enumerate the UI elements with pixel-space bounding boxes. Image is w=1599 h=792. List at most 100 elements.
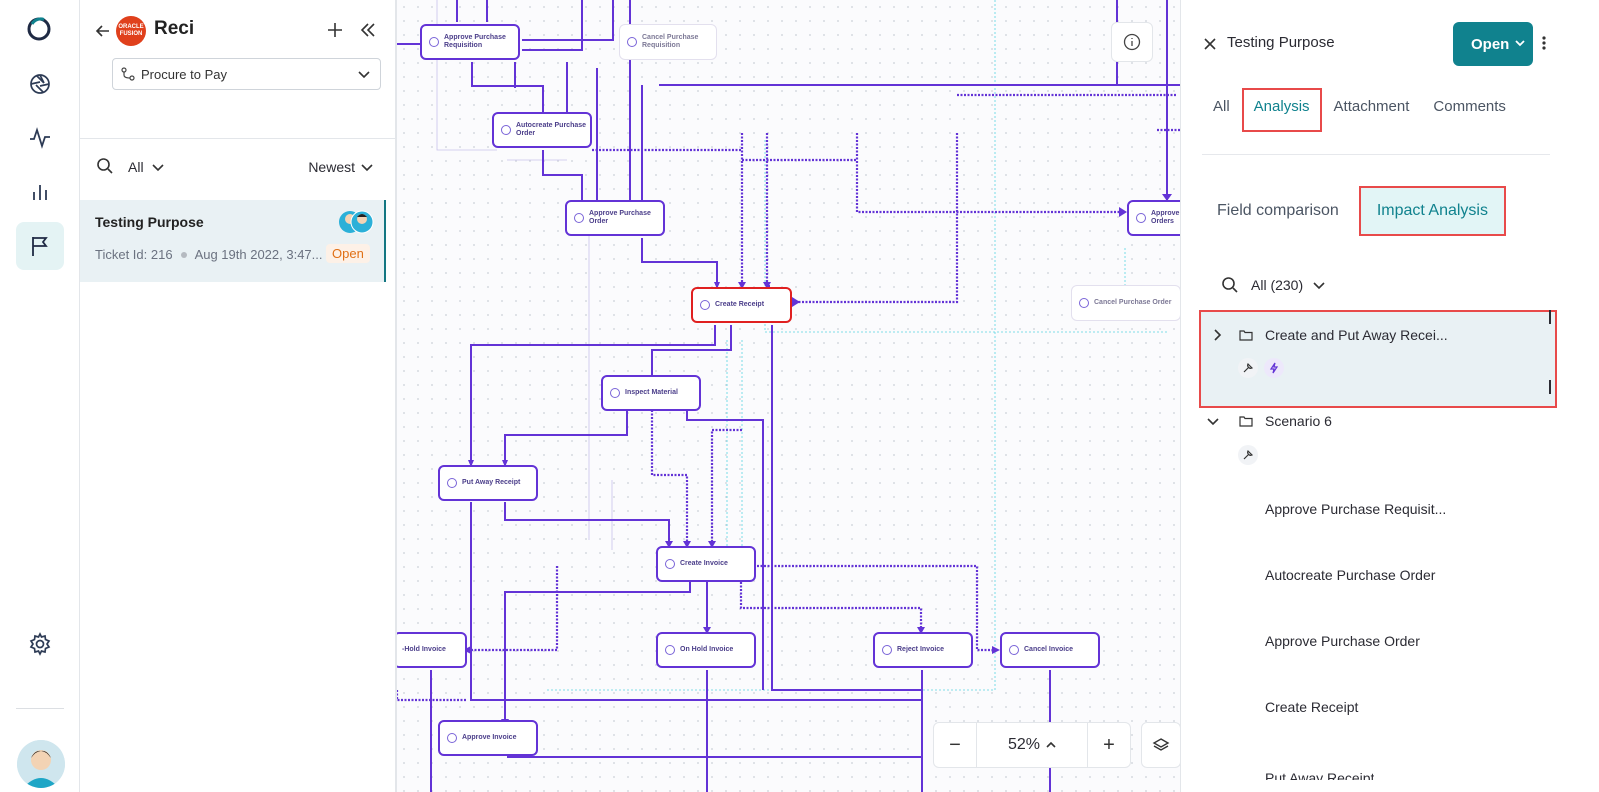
block-icon <box>882 645 892 655</box>
cube-icon <box>501 125 511 135</box>
check-circle-icon <box>447 733 457 743</box>
process-select[interactable]: Procure to Pay <box>112 58 381 90</box>
sort-dropdown[interactable]: Newest <box>308 159 373 175</box>
analysis-subtabs: Field comparison Impact Analysis <box>1211 186 1506 236</box>
scroll-indicator <box>1549 310 1551 324</box>
flag-icon[interactable] <box>16 222 64 270</box>
list-filter-row: All Newest <box>80 139 395 197</box>
flow-node[interactable]: Autocreate Purchase Order <box>492 112 592 148</box>
subtab-field-comparison[interactable]: Field comparison <box>1217 202 1339 219</box>
list-icon <box>665 645 675 655</box>
add-icon[interactable] <box>326 21 344 39</box>
layers-icon <box>1009 645 1019 655</box>
info-button[interactable] <box>1111 22 1153 62</box>
tab-comments[interactable]: Comments <box>1433 98 1506 115</box>
rail-divider <box>16 708 64 709</box>
detail-title: Testing Purpose <box>1227 34 1335 51</box>
ticket-date: Aug 19th 2022, 3:47... <box>194 247 323 262</box>
collapse-panel-icon[interactable] <box>359 21 377 39</box>
ticket-title: Testing Purpose <box>95 214 204 230</box>
tab-analysis[interactable]: Analysis <box>1241 88 1322 132</box>
nav-rail <box>0 0 80 792</box>
scenario-step[interactable]: Autocreate Purchase Order <box>1265 567 1436 583</box>
tab-attachment[interactable]: Attachment <box>1333 98 1410 115</box>
scenario-group-highlighted[interactable] <box>1199 310 1557 408</box>
status-open-button[interactable]: Open <box>1453 22 1533 66</box>
search-icon[interactable] <box>1221 276 1239 294</box>
scenario-group[interactable]: Create and Put Away Recei... <box>1211 327 1448 343</box>
tab-all[interactable]: All <box>1213 98 1230 115</box>
sort-value: Newest <box>308 159 355 175</box>
flow-node[interactable]: Cancel Invoice <box>1000 632 1100 668</box>
layers-button[interactable] <box>1141 722 1180 768</box>
flow-node[interactable]: Approve P Orders <box>1127 200 1180 236</box>
subtab-impact-analysis[interactable]: Impact Analysis <box>1358 186 1506 236</box>
user-avatar[interactable] <box>17 740 65 788</box>
divider <box>1202 154 1550 155</box>
flow-edges <box>397 0 1180 792</box>
folder-icon <box>1239 330 1253 341</box>
scenario-step[interactable]: Approve Purchase Order <box>1265 633 1420 649</box>
flow-node[interactable]: Cancel Purchase Order <box>1071 285 1180 321</box>
chevron-down-icon <box>361 164 373 172</box>
layers-icon <box>1079 298 1089 308</box>
impact-filter[interactable]: All (230) <box>1221 276 1325 294</box>
check-circle-icon <box>574 213 584 223</box>
pulse-icon[interactable] <box>16 114 64 162</box>
process-select-value: Procure to Pay <box>141 66 227 82</box>
flow-node[interactable]: Approve Purchase Requisition <box>420 24 520 60</box>
scenario-group[interactable]: Scenario 6 <box>1207 413 1332 429</box>
process-flow-icon <box>121 67 135 81</box>
flow-node[interactable]: Inspect Material <box>601 375 701 411</box>
chevron-down-icon <box>1313 282 1325 290</box>
flow-node[interactable]: Create Invoice <box>656 546 756 582</box>
flow-node-selected[interactable]: Create Receipt <box>691 287 792 323</box>
gear-icon[interactable] <box>16 620 64 668</box>
layers-icon <box>627 37 637 47</box>
assignee-avatars <box>338 208 374 236</box>
close-icon[interactable] <box>1203 37 1217 51</box>
flow-node[interactable]: -Hold Invoice <box>397 632 467 668</box>
flow-node[interactable]: Approve Invoice <box>438 720 538 756</box>
flow-node[interactable]: On Hold Invoice <box>656 632 756 668</box>
chevron-down-icon <box>358 71 370 79</box>
scenario-step[interactable]: Create Receipt <box>1265 699 1359 715</box>
flow-node[interactable]: Cancel Purchase Requisition <box>619 24 717 60</box>
zoom-level: 52% <box>1007 736 1041 753</box>
process-flow-canvas[interactable]: Approve Purchase Requisition Cancel Purc… <box>396 0 1180 792</box>
flow-node[interactable]: Reject Invoice <box>873 632 973 668</box>
zoom-out-button[interactable]: − <box>949 733 961 756</box>
cube-icon <box>700 300 710 310</box>
lightning-icon <box>1264 358 1284 378</box>
scroll-indicator <box>1549 380 1551 394</box>
search-icon[interactable] <box>96 157 114 175</box>
status-filter-value: All <box>128 159 144 175</box>
group-name: Scenario 6 <box>1265 413 1332 429</box>
scenario-step[interactable]: Approve Purchase Requisit... <box>1265 501 1447 517</box>
flow-node[interactable]: Put Away Receipt <box>438 465 538 501</box>
back-arrow-icon[interactable] <box>94 22 112 40</box>
zoom-in-button[interactable]: + <box>1103 733 1115 756</box>
chevron-down-icon[interactable] <box>1207 415 1219 427</box>
aperture-icon[interactable] <box>16 60 64 108</box>
status-filter-dropdown[interactable]: All <box>128 159 164 175</box>
chevron-right-icon[interactable] <box>1211 329 1223 341</box>
check-circle-icon <box>1136 213 1146 223</box>
status-badge: Open <box>326 244 370 263</box>
logo-icon[interactable] <box>26 16 52 42</box>
detail-tabs: All Analysis Attachment Comments <box>1201 88 1518 132</box>
flow-node[interactable]: Approve Purchase Order <box>565 200 665 236</box>
scenario-step[interactable]: Put Away Receipt <box>1265 770 1375 780</box>
impact-filter-value: All (230) <box>1251 277 1304 293</box>
zoom-level-dropdown[interactable]: 52% <box>976 722 1088 768</box>
chevron-down-icon[interactable] <box>1513 36 1527 50</box>
info-icon <box>1123 33 1141 51</box>
more-vertical-icon[interactable] <box>1541 35 1547 51</box>
zoom-control: − 52% + <box>933 722 1131 768</box>
bar-chart-icon[interactable] <box>16 168 64 216</box>
